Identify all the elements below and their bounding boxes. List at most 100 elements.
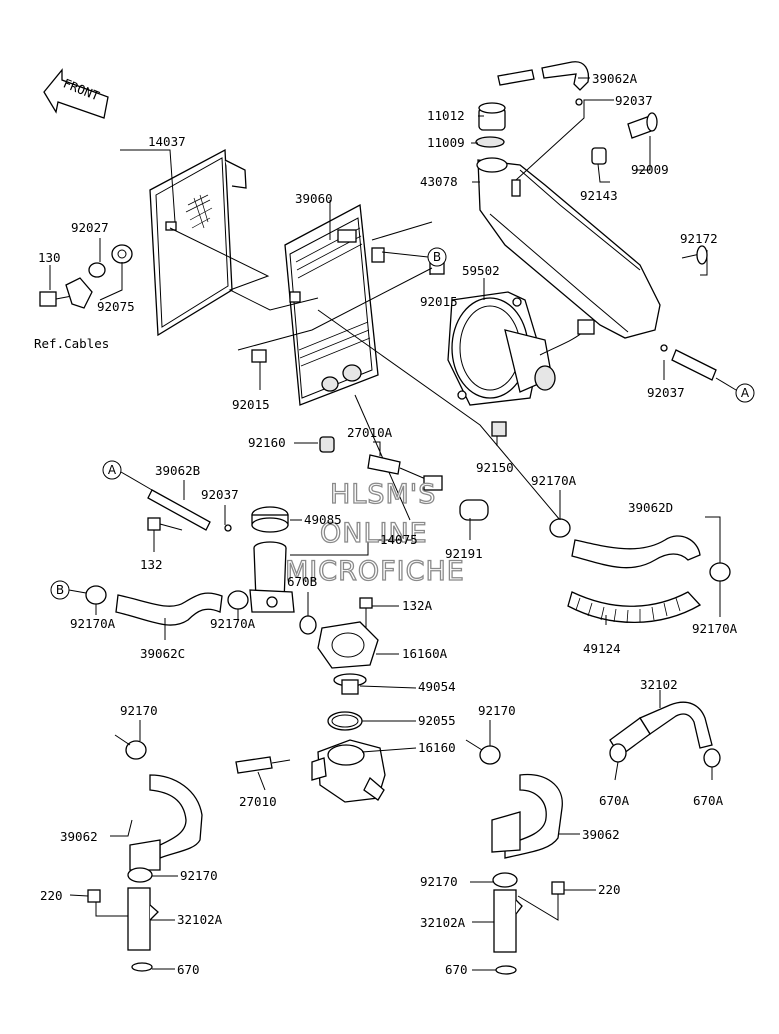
hose-39062-right	[491, 773, 563, 859]
bolt-92009	[627, 112, 658, 139]
part-labels: 39062A 92037 11012 11009 92009 43078 921…	[34, 71, 738, 977]
label-27010A: 27010A	[347, 425, 393, 440]
svg-text:ONLINE: ONLINE	[320, 518, 428, 549]
label-39062B: 39062B	[155, 463, 200, 478]
o-ring-670-left	[131, 962, 153, 972]
label-92160: 92160	[248, 435, 286, 450]
seal-11009	[475, 136, 505, 148]
breather-hose-39062B	[147, 489, 211, 531]
label-670-left: 670	[177, 962, 200, 977]
bolt-220-right	[551, 881, 565, 895]
label-39062D: 39062D	[628, 500, 673, 515]
label-39062A: 39062A	[592, 71, 638, 86]
label-16160: 16160	[418, 740, 456, 755]
bolt-220-left	[87, 889, 101, 903]
clamp-92170A-left	[85, 585, 107, 605]
label-11012: 11012	[427, 108, 465, 123]
bolt-92172	[681, 245, 708, 265]
clamp-92170A-mid-right	[549, 518, 571, 538]
label-92037-top: 92037	[615, 93, 653, 108]
pipe-32102A-left	[127, 887, 159, 951]
label-92075: 92075	[97, 299, 135, 314]
ref-cables-label: Ref.Cables	[34, 336, 109, 351]
o-ring-670-right	[495, 965, 517, 975]
reserve-tank-43078	[476, 157, 661, 339]
callout-b-top: B	[381, 247, 447, 267]
label-92055: 92055	[418, 713, 456, 728]
label-132A: 132A	[402, 598, 433, 613]
filler-neck-14075	[249, 541, 295, 613]
label-92037-mid: 92037	[201, 487, 239, 502]
clamp-92170-upper-right	[479, 745, 501, 765]
label-670A-left: 670A	[599, 793, 630, 808]
label-92037-right: 92037	[647, 385, 685, 400]
leader-lines	[49, 77, 721, 971]
o-ring-670B	[299, 615, 317, 635]
grommet-92160	[319, 436, 335, 453]
svg-text:A: A	[741, 386, 750, 400]
bracket-92015-left	[251, 349, 267, 363]
watermark: HLSM'S ONLINE MICROFICHE	[284, 478, 465, 587]
label-92170-right: 92170	[478, 703, 516, 718]
pipe-32102A-right	[493, 889, 523, 953]
corrugated-hose-49124	[567, 591, 702, 624]
callout-b-left: B	[50, 580, 87, 600]
label-132: 132	[140, 557, 163, 572]
label-11009: 11009	[427, 135, 465, 150]
radiator-39060	[284, 203, 385, 406]
clamp-ref-cables	[65, 277, 93, 309]
radiator-screen-14037	[149, 148, 247, 337]
label-59502: 59502	[462, 263, 500, 278]
hose-39062C	[115, 592, 223, 626]
cap-49085	[251, 506, 289, 533]
breather-hose-right	[671, 349, 717, 381]
label-92170-left: 92170	[120, 703, 158, 718]
thermostat-cover-16160A	[317, 621, 379, 669]
callout-a-top: A	[715, 377, 755, 403]
hose-92191	[459, 499, 489, 521]
o-ring-92055	[327, 711, 363, 731]
label-220-left: 220	[40, 888, 63, 903]
label-130: 130	[38, 250, 61, 265]
label-32102A-left: 32102A	[177, 912, 223, 927]
label-39060: 39060	[295, 191, 333, 206]
svg-text:MICROFICHE: MICROFICHE	[285, 556, 465, 587]
label-92170A-left: 92170A	[70, 616, 116, 631]
label-92170A-right: 92170A	[692, 621, 738, 636]
label-27010: 27010	[239, 794, 277, 809]
label-43078: 43078	[420, 174, 458, 189]
overflow-hose-39062A	[497, 61, 590, 91]
hose-39062-left	[129, 774, 203, 871]
cooling-fan-59502	[447, 291, 595, 406]
grommet-92027	[88, 262, 106, 278]
label-32102: 32102	[640, 677, 678, 692]
label-92015-right: 92015	[420, 294, 458, 309]
label-92191: 92191	[445, 546, 483, 561]
clamp-92170-lower-left	[127, 867, 153, 883]
bolt-130	[39, 291, 73, 307]
label-92170-bottom-left: 92170	[180, 868, 218, 883]
label-39062-right: 39062	[582, 827, 620, 842]
label-92170A-mid-right: 92170A	[531, 473, 577, 488]
label-92009: 92009	[631, 162, 669, 177]
label-49054: 49054	[418, 679, 456, 694]
label-39062-left: 39062	[60, 829, 98, 844]
cap-11012	[478, 102, 506, 131]
label-670B: 670B	[287, 574, 317, 589]
label-14037: 14037	[148, 134, 186, 149]
svg-text:A: A	[108, 463, 117, 477]
hose-39062D	[571, 535, 701, 569]
label-14075: 14075	[380, 532, 418, 547]
svg-text:B: B	[56, 583, 64, 597]
label-16160A: 16160A	[402, 646, 448, 661]
clip-92037-mid	[224, 524, 232, 532]
label-670A-right: 670A	[693, 793, 724, 808]
clamp-92170-lower-right	[492, 872, 518, 888]
bolt-132	[147, 517, 183, 531]
clamp-92170A-right	[709, 562, 731, 582]
clip-92037-top	[575, 98, 583, 106]
label-92170-bottom-right: 92170	[420, 874, 458, 889]
svg-text:HLSM'S: HLSM'S	[330, 479, 436, 510]
label-92015-left: 92015	[232, 397, 270, 412]
